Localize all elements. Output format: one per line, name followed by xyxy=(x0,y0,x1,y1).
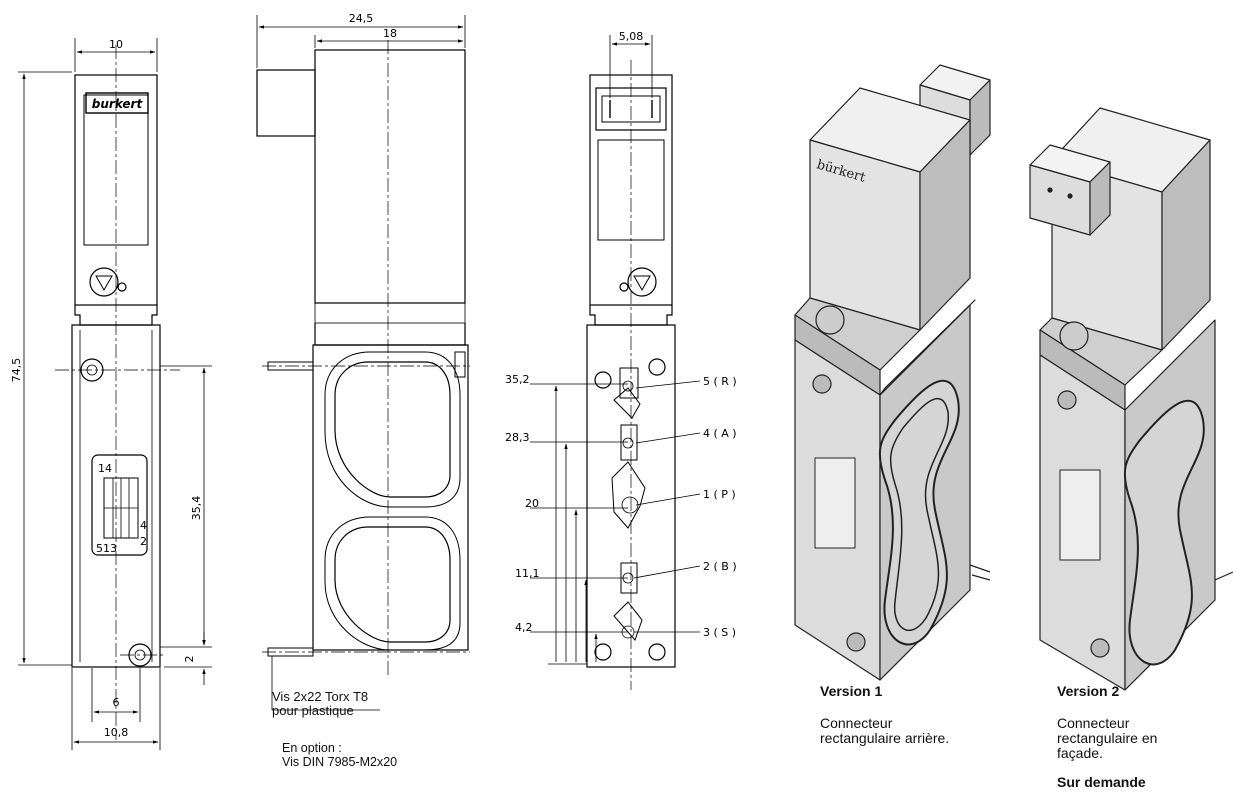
dim-height-ports: 35,4 xyxy=(190,496,203,521)
version2-extra: Sur demande xyxy=(1057,774,1146,790)
version2-title: Version 2 xyxy=(1057,683,1120,699)
version1-desc-line2: rectangulaire arrière. xyxy=(820,730,950,746)
screw-note-line2: pour plastique xyxy=(272,703,354,718)
version2-drawing xyxy=(1029,107,1233,691)
dim-height-total: 74,5 xyxy=(10,358,23,383)
port-height-4: 4,2 xyxy=(515,621,533,634)
version1-desc-line1: Connecteur xyxy=(820,715,893,731)
dim-width-bottom: 10,8 xyxy=(104,726,129,739)
version2-caption: Version 2 Connecteur rectangulaire en fa… xyxy=(1057,683,1157,790)
version2-desc-line1: Connecteur xyxy=(1057,715,1130,731)
port-label-2: 1 ( P ) xyxy=(703,488,736,501)
version1-caption: Version 1 Connecteur rectangulaire arriè… xyxy=(820,683,949,746)
option-note-line1: En option : xyxy=(282,741,342,755)
symbol-label-4: 4 xyxy=(140,519,147,532)
option-note-line2: Vis DIN 7985-M2x20 xyxy=(282,755,398,769)
dim-pin-spacing: 5,08 xyxy=(619,30,644,43)
port-label-3: 2 ( B ) xyxy=(703,560,737,573)
dim-width-body: 18 xyxy=(383,27,397,40)
dim-width-overall: 24,5 xyxy=(349,12,374,25)
port-height-2: 20 xyxy=(525,497,539,510)
version2-desc: Connecteur rectangulaire en façade. xyxy=(1057,716,1157,761)
dim-bottom-offset: 2 xyxy=(183,656,196,663)
screw-note: Vis 2x22 Torx T8 pour plastique xyxy=(272,690,368,718)
symbol-label-14: 14 xyxy=(98,462,112,475)
dim-hole-spacing: 6 xyxy=(113,696,120,709)
version1-drawing xyxy=(794,64,991,681)
screw-note-line1: Vis 2x22 Torx T8 xyxy=(272,689,369,704)
version1-title: Version 1 xyxy=(820,683,883,699)
side-view xyxy=(256,49,469,657)
front-logo: burkert xyxy=(92,97,144,111)
dim-width-top: 10 xyxy=(109,38,123,51)
version2-desc-line3: façade. xyxy=(1057,745,1103,761)
port-height-3: 11,1 xyxy=(515,567,540,580)
port-label-1: 4 ( A ) xyxy=(703,427,737,440)
symbol-label-2: 2 xyxy=(140,535,147,548)
port-label-4: 3 ( S ) xyxy=(703,626,736,639)
symbol-label-513: 513 xyxy=(96,542,117,555)
option-note: En option : Vis DIN 7985-M2x20 xyxy=(282,741,397,769)
port-height-1: 28,3 xyxy=(505,431,530,444)
port-height-0: 35,2 xyxy=(505,373,530,386)
version2-desc-line2: rectangulaire en xyxy=(1057,730,1158,746)
version1-desc: Connecteur rectangulaire arrière. xyxy=(820,716,949,746)
port-label-0: 5 ( R ) xyxy=(703,375,737,388)
